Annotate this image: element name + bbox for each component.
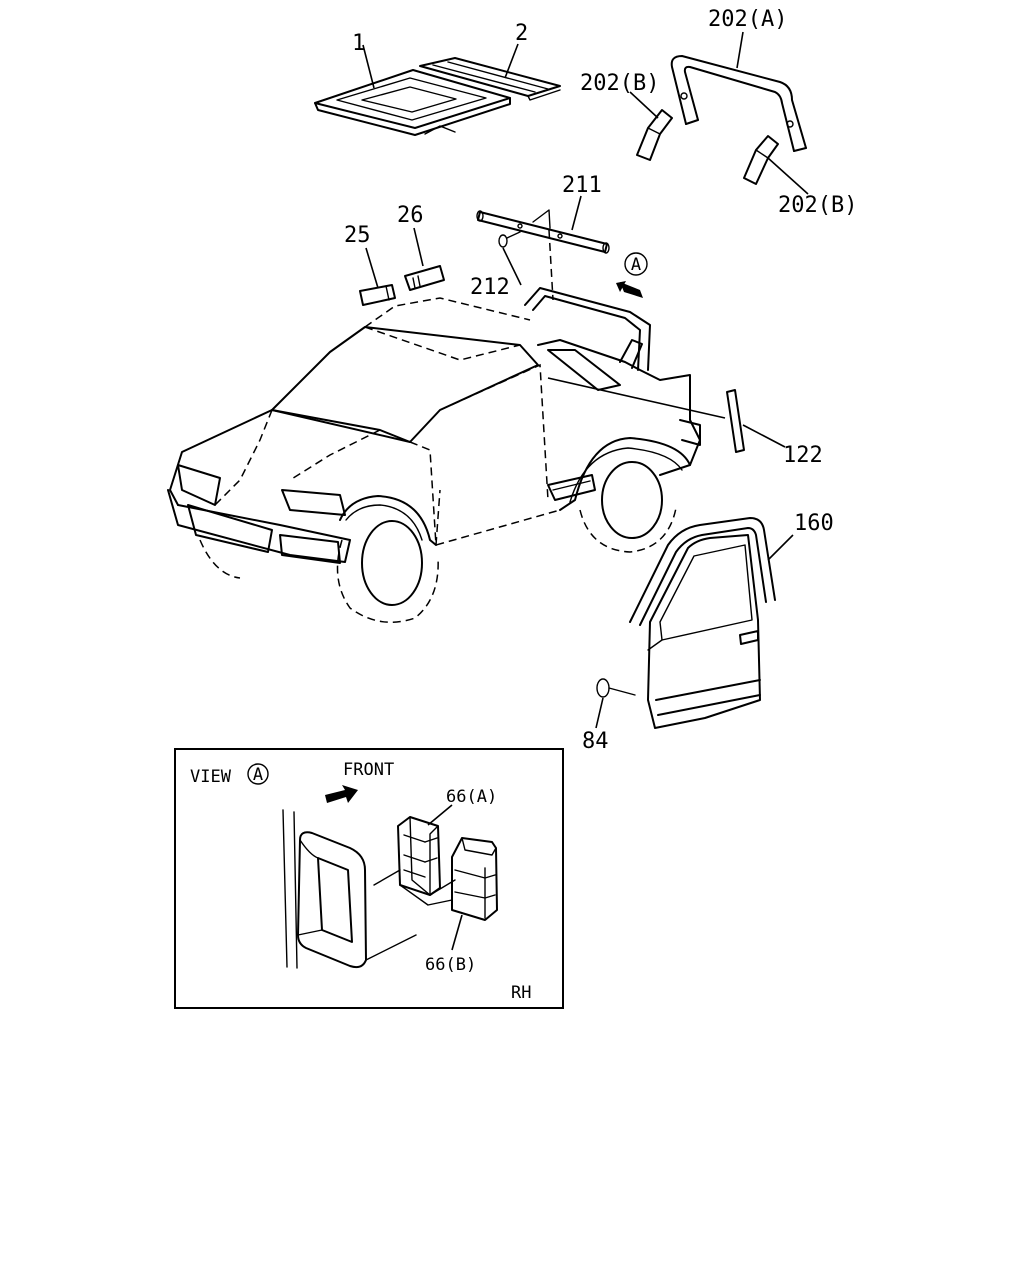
callout-212: 212 xyxy=(470,275,510,300)
inset-frame xyxy=(174,748,564,1009)
part-84-plug xyxy=(596,678,636,698)
inset-view-letter: A xyxy=(253,765,263,785)
part-202b-upper-bar xyxy=(636,109,673,161)
callout-202a: 202(A) xyxy=(708,7,787,32)
callout-122: 122 xyxy=(783,443,823,468)
callout-26: 26 xyxy=(397,203,424,228)
inset-callout-66a: 66(A) xyxy=(446,787,497,807)
vehicle-body xyxy=(167,287,726,623)
callout-202b-top: 202(B) xyxy=(580,71,659,96)
part-160-door-weatherstrip xyxy=(629,517,776,626)
inset-part-66a xyxy=(397,816,441,896)
callout-211: 211 xyxy=(562,173,602,198)
callout-160: 160 xyxy=(794,511,834,536)
inset-view-circle xyxy=(247,763,269,785)
callout-1: 1 xyxy=(352,31,365,56)
part-202a-roll-bar xyxy=(670,55,807,152)
part-211-rear-bar xyxy=(476,209,610,254)
leader-lines xyxy=(362,31,809,729)
front-door-panel xyxy=(647,534,761,729)
part-26-clip xyxy=(404,265,445,291)
view-a-marker-letter: A xyxy=(631,255,641,275)
inset-front-label: FRONT xyxy=(343,760,394,780)
part-1-roof-panel xyxy=(314,69,511,136)
callout-202b-bottom: 202(B) xyxy=(778,193,857,218)
inset-view-a: VIEW A FRONT xyxy=(174,748,564,1009)
inset-side-label: RH xyxy=(511,983,531,1003)
callout-84: 84 xyxy=(582,729,609,754)
part-212-screw xyxy=(498,231,521,248)
view-a-marker: A xyxy=(616,252,648,298)
part-122-trim-strip xyxy=(726,389,745,453)
callout-2: 2 xyxy=(515,21,528,46)
inset-front-arrow-icon xyxy=(325,785,358,803)
inset-part-66b xyxy=(451,837,498,921)
inset-body-panel xyxy=(282,809,417,969)
callout-25: 25 xyxy=(344,223,371,248)
inset-callout-66b: 66(B) xyxy=(425,955,476,975)
inset-view-label: VIEW xyxy=(190,767,232,787)
part-202b-lower-bar xyxy=(743,135,779,185)
part-25-clip xyxy=(359,284,396,306)
part-2-roof-strip xyxy=(419,57,561,101)
